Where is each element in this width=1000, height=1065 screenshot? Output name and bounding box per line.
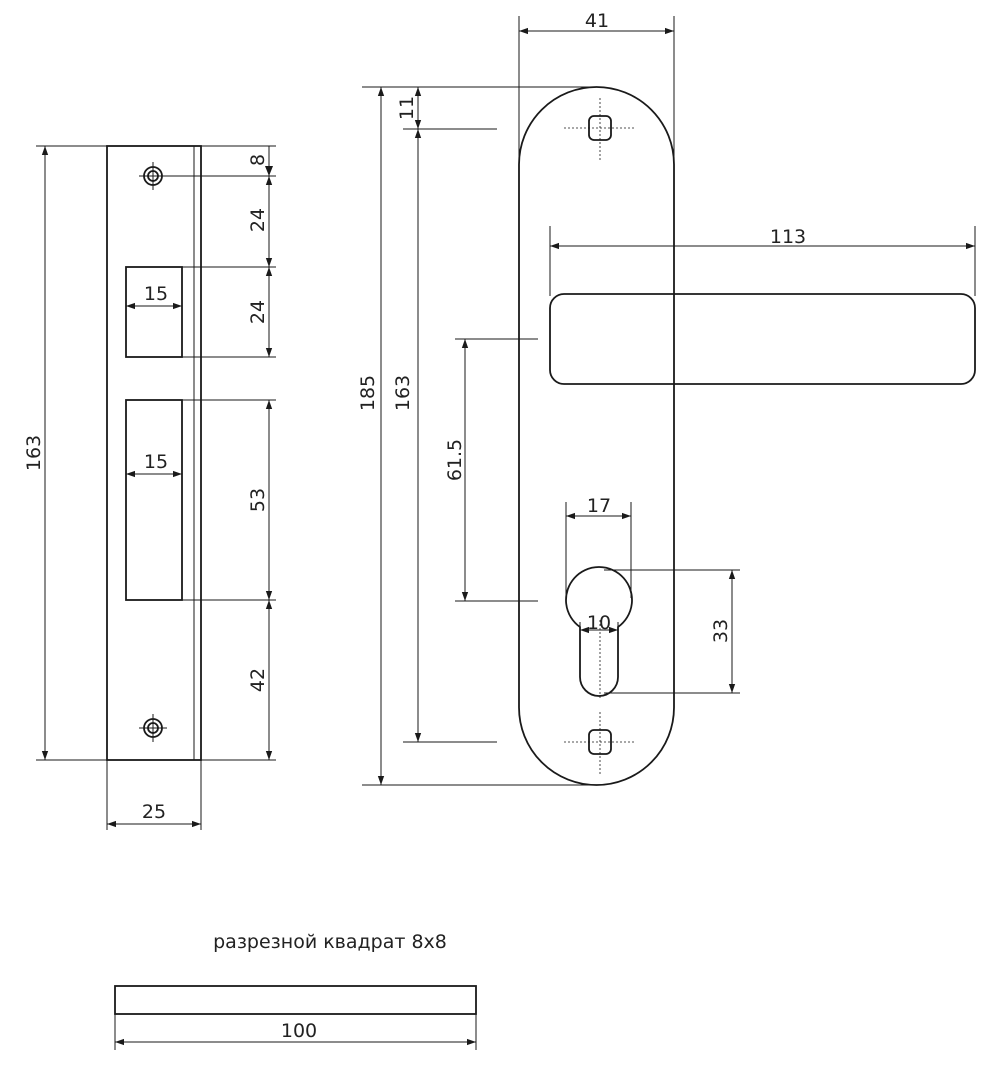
dim-overall-height: 163 (23, 435, 45, 471)
dim-lower-slot-width: 15 (144, 451, 168, 473)
strike-plate-lower-slot (125, 399, 183, 601)
dim-spindle-length: 100 (281, 1020, 317, 1042)
dim-lever-length: 113 (770, 226, 806, 248)
dim-upper-slot-width: 15 (144, 283, 168, 305)
handle-bottom-screw (564, 712, 636, 774)
strike-plate-upper-slot (125, 266, 183, 358)
dim-upper-slot-height: 24 (247, 300, 269, 324)
handle-back-plate (518, 86, 675, 786)
dim-upper-gap: 24 (247, 208, 269, 232)
dim-width: 25 (142, 801, 166, 823)
handle-assembly: 41 185 11 163 113 61.5 17 10 33 (357, 10, 976, 786)
handle-top-screw (564, 98, 636, 160)
dim-cylinder-width: 17 (587, 495, 611, 517)
dim-cylinder-height: 33 (710, 619, 732, 643)
strike-plate-top-screw-hole (139, 162, 167, 190)
dim-lever-to-keyhole: 61.5 (444, 439, 466, 481)
handle-lever (549, 293, 976, 385)
handle-cylinder-keyhole (565, 566, 633, 697)
strike-plate: 163 8 24 24 53 42 15 15 25 (23, 145, 276, 830)
dim-lower-slot-height: 53 (247, 488, 269, 512)
dim-bottom-gap: 42 (247, 668, 269, 692)
spindle-caption: разрезной квадрат 8x8 (213, 931, 447, 953)
dim-plate-height: 185 (357, 375, 379, 411)
spindle-bar (114, 985, 477, 1015)
dim-cylinder-slot-width: 10 (587, 612, 611, 634)
dim-plate-width: 41 (585, 10, 609, 32)
strike-plate-bottom-screw-hole (139, 714, 167, 742)
dim-screw-spacing: 163 (392, 375, 414, 411)
dim-top-hole-offset: 8 (247, 154, 269, 166)
dim-top-screw-offset: 11 (396, 96, 418, 120)
spindle: разрезной квадрат 8x8 100 (114, 931, 477, 1050)
